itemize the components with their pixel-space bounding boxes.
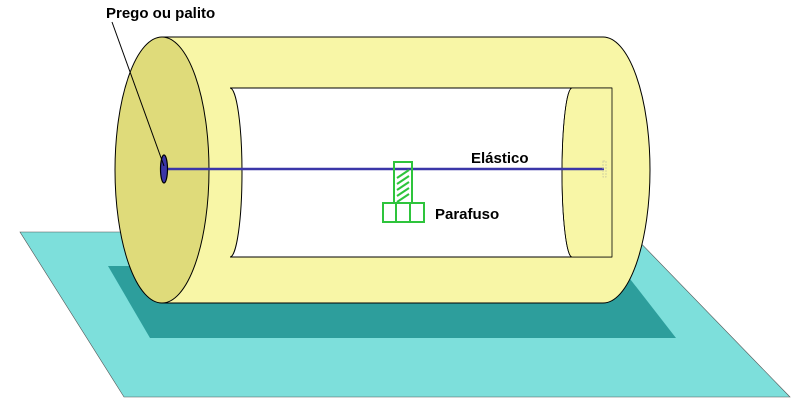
inner-cap-curve — [561, 87, 573, 258]
window-left-inner-edge — [229, 87, 243, 258]
screw-label: Parafuso — [435, 206, 499, 223]
nail-label: Prego ou palito — [106, 5, 215, 22]
screw-icon — [382, 161, 425, 223]
inner-right-end-cap — [561, 87, 613, 258]
elastic-right-anchor — [602, 160, 607, 178]
cylinder-window — [230, 88, 612, 257]
elastic-label: Elástico — [471, 150, 529, 167]
screw-head — [382, 202, 425, 223]
nail-pointer-line — [111, 21, 165, 167]
